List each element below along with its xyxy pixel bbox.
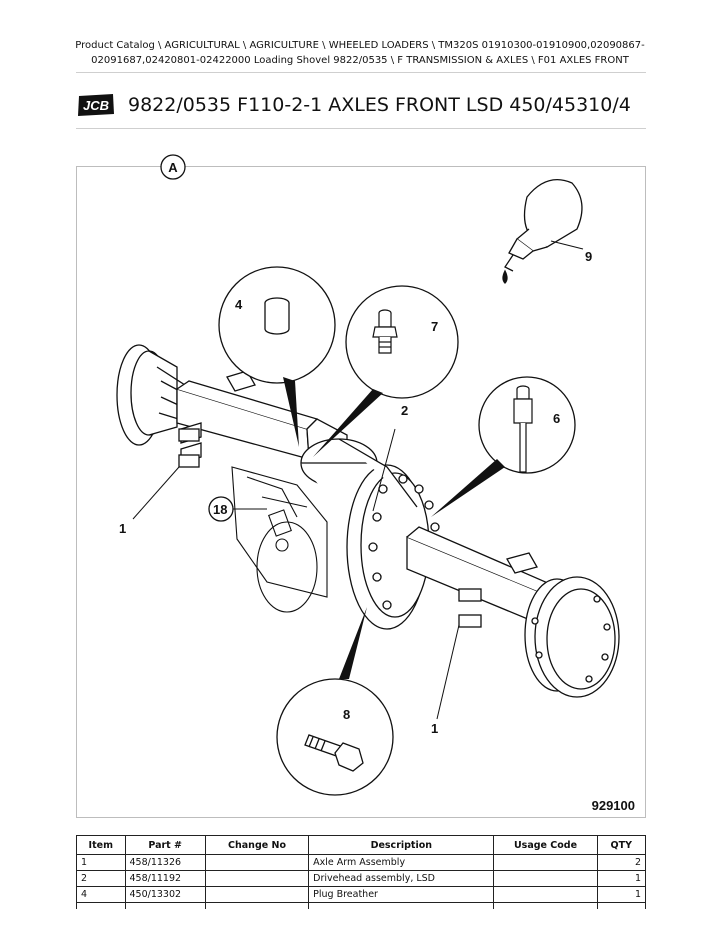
callout-1-right: 1 [431, 721, 438, 736]
table-row[interactable]: 2 458/11192 Drivehead assembly, LSD 1 [76, 870, 647, 887]
cell-description: Drivehead assembly, LSD [308, 870, 495, 887]
callout-8: 8 [343, 707, 350, 722]
col-part-number: Part # [124, 835, 206, 855]
callout-18-circle [208, 496, 234, 522]
cell-description: Plug Breather [308, 886, 495, 903]
cell-part-number: 458/11326 [124, 854, 206, 871]
view-label: A [168, 160, 178, 175]
cell-part-number: 450/13302 [124, 886, 206, 903]
col-qty: QTY [596, 835, 647, 855]
title-row: JCB 9822/0535 F110-2-1 AXLES FRONT LSD 4… [76, 88, 646, 122]
left-axle-arm [176, 370, 319, 468]
sealant-bottle-part [502, 179, 583, 284]
cell-description: Axle Arm Assembly [308, 854, 495, 871]
detail-circle-breather [478, 376, 576, 474]
breadcrumb-line-1[interactable]: Product Catalog \ AGRICULTURAL \ AGRICUL… [75, 40, 645, 51]
page-title: 9822/0535 F110-2-1 AXLES FRONT LSD 450/4… [128, 94, 631, 116]
cell-usage-code [493, 870, 598, 887]
detail-circle-grease-nipple [345, 285, 459, 399]
breadcrumb: Product Catalog \ AGRICULTURAL \ AGRICUL… [40, 38, 680, 68]
table-row-partial [76, 902, 647, 909]
cell-item: 2 [76, 870, 126, 887]
cell-item: 4 [76, 886, 126, 903]
table-row[interactable]: 4 450/13302 Plug Breather 1 [76, 886, 647, 903]
parts-table-header: Item Part # Change No Description Usage … [76, 835, 647, 855]
exploded-diagram: 9 4 7 2 6 18 1 8 1 A 929100 [76, 154, 646, 818]
breather-part [513, 385, 533, 473]
callout-2: 2 [401, 403, 408, 418]
col-change-no: Change No [204, 835, 310, 855]
cell-usage-code [493, 854, 598, 871]
bolt-part [304, 734, 364, 772]
col-item: Item [76, 835, 126, 855]
logo-text: JCB [83, 98, 109, 113]
cell-change-no [204, 854, 310, 871]
cell-item: 1 [76, 854, 126, 871]
axle-drawing: 9 4 7 2 6 18 1 8 1 [116, 179, 620, 796]
header-divider [76, 72, 646, 73]
col-usage-code: Usage Code [493, 835, 598, 855]
drawing-number: 929100 [591, 798, 635, 813]
jcb-logo-icon: JCB [78, 94, 114, 116]
grease-nipple-part [372, 309, 398, 354]
breadcrumb-line-2[interactable]: 02091687,02420801-02422000 Loading Shove… [91, 55, 629, 66]
callout-6: 6 [553, 411, 560, 426]
cell-part-number: 458/11192 [124, 870, 206, 887]
callout-9: 9 [585, 249, 592, 264]
cell-qty: 1 [596, 886, 647, 903]
cell-change-no [204, 886, 310, 903]
detail-circle-bolt [276, 678, 394, 796]
parts-table: Item Part # Change No Description Usage … [76, 835, 647, 909]
col-description: Description [308, 835, 495, 855]
callout-4: 4 [235, 297, 243, 312]
callout-1-left: 1 [119, 521, 126, 536]
cell-qty: 1 [596, 870, 647, 887]
plug-breather-part [264, 297, 290, 335]
view-label-circle: A [160, 154, 186, 180]
brake-assembly [231, 466, 328, 613]
cell-change-no [204, 870, 310, 887]
callout-18: 18 [213, 502, 227, 517]
callout-7: 7 [431, 319, 438, 334]
drivehead-housing [300, 418, 440, 630]
cell-qty: 2 [596, 854, 647, 871]
right-hub [524, 576, 620, 698]
table-row[interactable]: 1 458/11326 Axle Arm Assembly 2 [76, 854, 647, 871]
title-divider [76, 128, 646, 129]
cell-usage-code [493, 886, 598, 903]
